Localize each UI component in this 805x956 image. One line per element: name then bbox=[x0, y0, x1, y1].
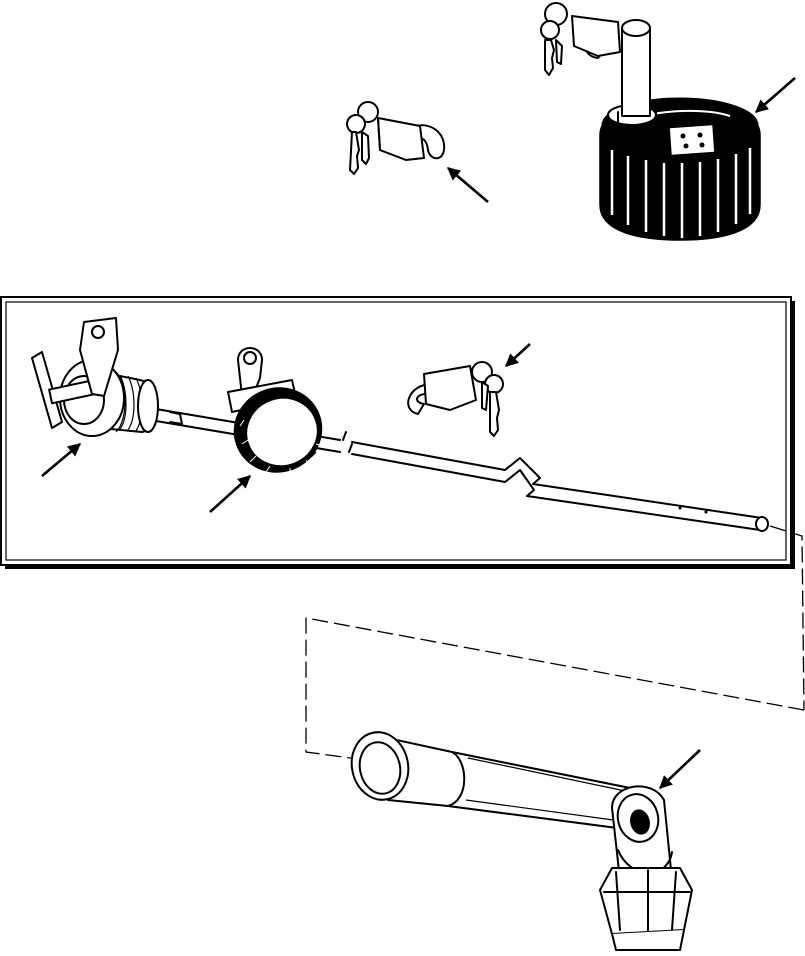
tube-elbow bbox=[611, 785, 673, 881]
callout-arrow-padlock-upper bbox=[447, 167, 489, 203]
callout-arrow-clamp-ring bbox=[209, 475, 251, 513]
padlock-lower bbox=[407, 361, 504, 437]
callout-arrow-filler-cap bbox=[755, 77, 796, 113]
inset-frame bbox=[0, 296, 795, 569]
lock-tab bbox=[79, 317, 119, 397]
hex-nut bbox=[599, 867, 693, 951]
elbow-adapter-tube bbox=[350, 731, 693, 951]
callout-arrow-padlock-lower bbox=[505, 343, 531, 367]
padlock-upper bbox=[346, 101, 446, 175]
clamp-ring bbox=[227, 347, 323, 474]
cap-padlock bbox=[540, 2, 621, 76]
dashed-leader-lines bbox=[305, 525, 805, 761]
padlock-upper-body bbox=[377, 117, 446, 161]
cap-lock-post bbox=[607, 19, 657, 135]
callout-arrow-strainer bbox=[41, 443, 81, 477]
tube-open-end bbox=[350, 731, 410, 801]
callout-arrow-elbow-tube bbox=[659, 749, 701, 789]
cap-label-plate bbox=[668, 123, 716, 157]
padlock-upper-keys bbox=[346, 101, 379, 175]
filler-cap-with-lock bbox=[540, 2, 761, 241]
tube-straight-section bbox=[377, 735, 649, 833]
strainer-assembly bbox=[31, 317, 159, 437]
